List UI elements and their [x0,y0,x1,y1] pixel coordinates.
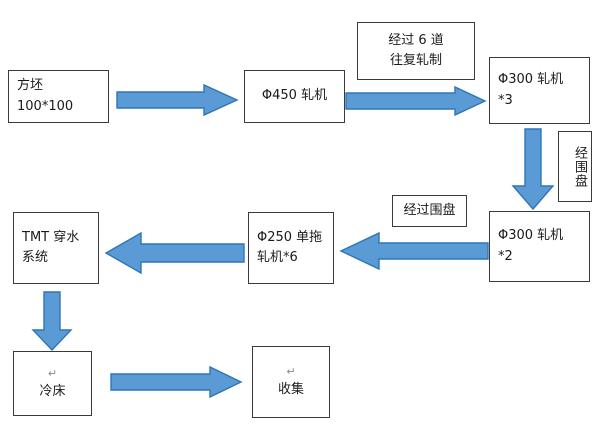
node-loop-note[interactable]: 经过围盘 [392,195,467,227]
node-passes-note-line1: 经过 6 道 [388,32,444,48]
node-mill250-line2: 轧机*6 [257,250,298,265]
node-billet[interactable]: 方坯 100*100 [8,70,109,123]
node-mill300-x2-line1: Φ300 轧机 [498,228,564,244]
arrow-mill450-to-mill300x3 [345,85,487,117]
node-tmt-line2: 系统 [22,250,49,265]
arrow-mill300x2-to-mill250 [339,231,489,271]
arrow-mill300x3-to-mill300x2 [511,128,555,211]
node-passes-note-line2: 往复轧制 [389,53,442,68]
node-mill450[interactable]: Φ450 轧机 [244,70,345,123]
node-loop-vertical[interactable]: 经围盘 [558,131,592,202]
node-collection-line2: 收集 [277,382,304,398]
node-billet-line1: 方坯 100*100 [17,78,74,114]
node-cooling-bed-line2: 冷床 [39,383,66,399]
arrow-tmt-to-cooling-bed [31,291,73,352]
node-cooling-bed-line1: ↵ [47,366,58,380]
node-loop-note-line1: 经过围盘 [403,202,456,218]
node-mill250[interactable]: Φ250 单拖 轧机*6 [248,212,334,284]
node-mill250-line1: Φ250 单拖 [257,229,323,245]
node-mill300-x2[interactable]: Φ300 轧机 *2 [489,211,590,282]
node-mill300-x3-line1: Φ300 轧机 [498,72,564,88]
node-mill300-x3-line2: *3 [498,92,513,108]
node-mill450-line1: Φ450 轧机 [261,88,328,104]
node-mill300-x2-line2: *2 [498,248,513,264]
node-mill300-x3[interactable]: Φ300 轧机 *3 [489,57,590,124]
node-collection-line1: ↵ [286,365,296,379]
arrow-mill250-to-tmt [104,231,245,275]
node-tmt[interactable]: TMT 穿水 系统 [13,212,99,284]
node-passes-note[interactable]: 经过 6 道 往复轧制 [357,22,475,80]
node-cooling-bed[interactable]: ↵ 冷床 [13,351,92,416]
node-tmt-line1: TMT 穿水 [22,229,80,245]
node-loop-vertical-line1: 经围盘 [572,145,587,188]
arrow-cooling-bed-to-collection [110,365,243,399]
node-collection[interactable]: ↵ 收集 [252,346,330,418]
arrow-billet-to-mill450 [116,83,239,117]
